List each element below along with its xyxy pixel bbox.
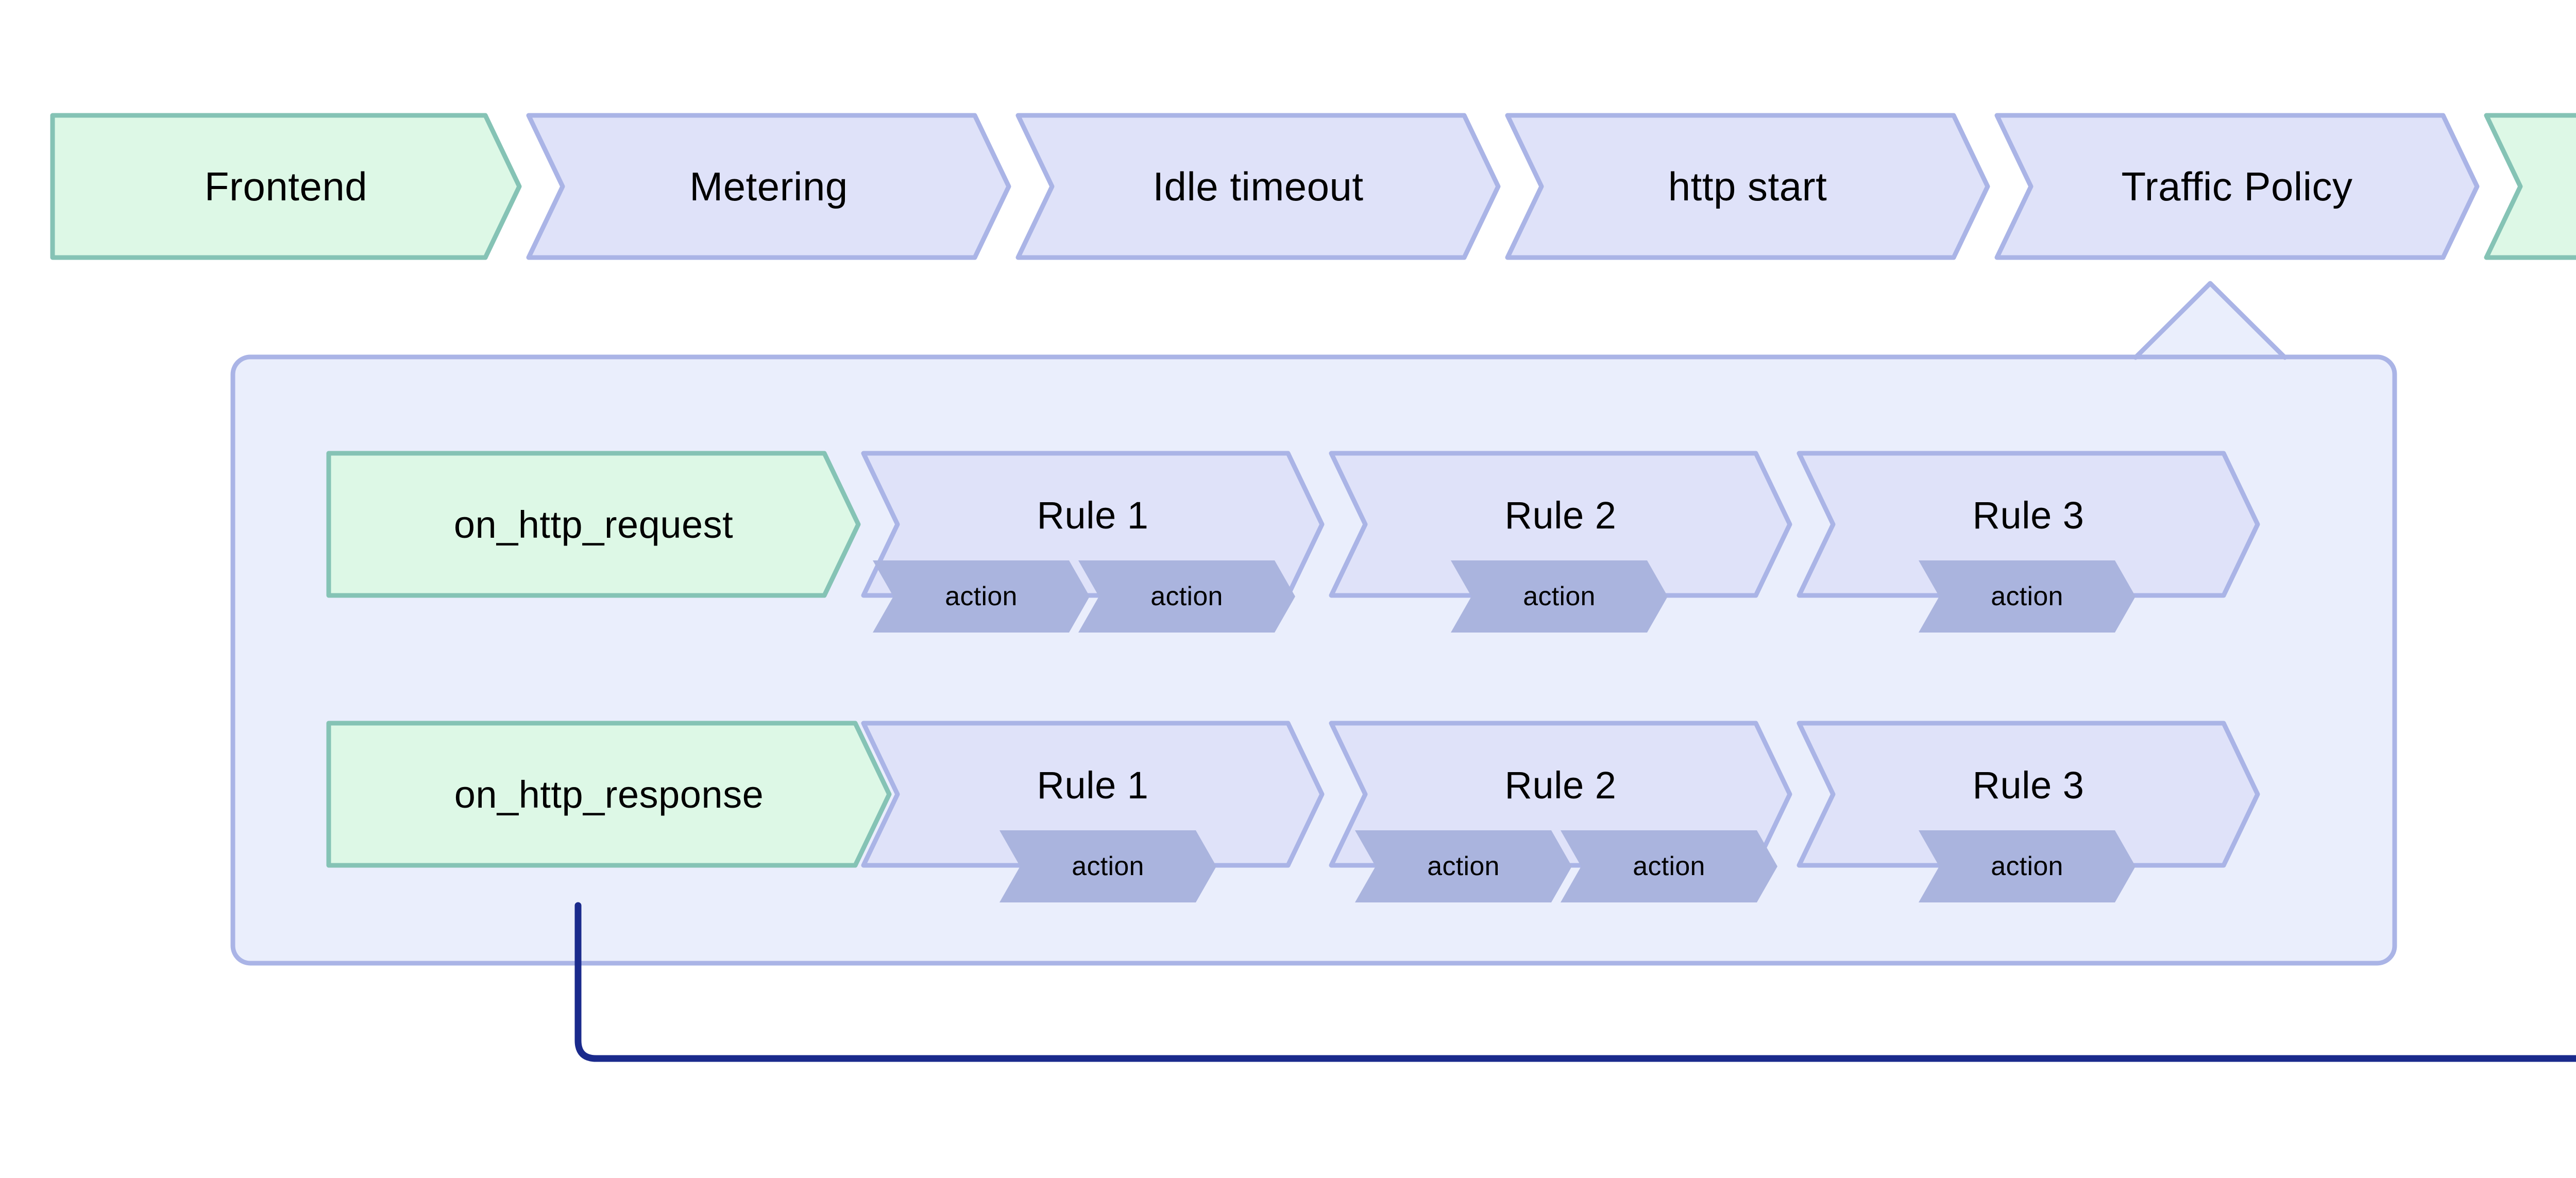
row2-rule2-action-2[interactable] xyxy=(1561,830,1777,902)
hook-on-http-response[interactable] xyxy=(326,721,892,868)
row2-rule-3[interactable] xyxy=(1797,721,2260,868)
row2-rule1-action-1[interactable] xyxy=(999,830,1216,902)
pipeline-stage-metering[interactable] xyxy=(526,113,1011,260)
panel-pointer-triangle-outline xyxy=(2133,281,2287,360)
pipeline-stage-frontend[interactable] xyxy=(50,113,522,260)
row1-rule1-action-1[interactable] xyxy=(873,560,1090,633)
row2-rule2-action-1[interactable] xyxy=(1355,830,1572,902)
pipeline-stage-idle-timeout[interactable] xyxy=(1015,113,1501,260)
pipeline-stage-backend[interactable] xyxy=(2484,113,2576,260)
row2-rule-1[interactable] xyxy=(861,721,1325,868)
row1-rule1-action-2[interactable] xyxy=(1078,560,1295,633)
row1-rule-2[interactable] xyxy=(1329,451,1792,598)
row1-rule2-action-1[interactable] xyxy=(1451,560,1668,633)
panel-pointer-triangle-fill xyxy=(2136,282,2285,358)
row2-rule3-action-1[interactable] xyxy=(1919,830,2136,902)
row1-rule-3[interactable] xyxy=(1797,451,2260,598)
hook-on-http-request[interactable] xyxy=(326,451,861,598)
pipeline-stage-http-start[interactable] xyxy=(1505,113,1990,260)
response-to-backend-arrow xyxy=(574,902,2576,1062)
pipeline-stage-traffic-policy[interactable] xyxy=(1994,113,2480,260)
row1-rule3-action-1[interactable] xyxy=(1919,560,2136,633)
